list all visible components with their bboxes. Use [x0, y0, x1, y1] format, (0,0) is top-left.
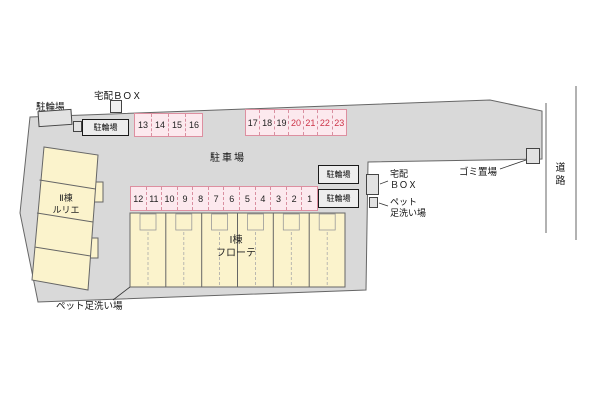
pet-wash-right-label-line1: ペット: [390, 197, 418, 207]
delivery-box-right-label: 宅配 ＢＯＸ: [390, 169, 417, 191]
pet-wash-right-label: ペット 足洗い場: [390, 197, 426, 219]
building-2-label-line2: ルリエ: [52, 205, 80, 215]
bike-parking-top-left-shape: [37, 108, 73, 128]
parking-row-13-16: 13 14 15 16: [134, 113, 203, 137]
building-2-shape: [31, 146, 104, 291]
delivery-box-right-label-line2: ＢＯＸ: [390, 180, 418, 190]
parking-space: 15: [168, 114, 185, 136]
parking-space: 12: [133, 193, 144, 204]
parking-row-1-12: 12 11 10 9 8 7 6 5 4 3 2 1: [130, 186, 318, 211]
parking-space: 21: [302, 110, 317, 135]
parking-space: 2: [285, 187, 302, 210]
parking-space: 3: [270, 187, 286, 210]
delivery-box-top-label: 宅配ＢＯＸ: [94, 91, 142, 102]
bike-parking-top-annex-shape: [73, 121, 82, 132]
building-1-shape: [129, 212, 346, 288]
road-label: 道路: [553, 162, 564, 188]
bike-parking-box-right-upper-label: 駐輪場: [326, 170, 351, 179]
leader-lines: [112, 159, 527, 301]
parking-space: 19: [273, 110, 288, 135]
parking-space: 18: [259, 110, 273, 135]
bike-parking-box-right-upper: 駐輪場: [318, 165, 359, 184]
parking-space: 17: [247, 117, 258, 128]
parking-space: 22: [317, 110, 331, 135]
parking-space: 6: [223, 187, 239, 210]
bike-parking-box-right-lower-label: 駐輪場: [326, 194, 351, 203]
bike-parking-box-top: 駐輪場: [82, 119, 129, 136]
car-parking-label: 駐車場: [210, 153, 246, 164]
bike-parking-box-right-lower: 駐輪場: [318, 189, 359, 208]
bike-parking-box-top-label: 駐輪場: [93, 123, 118, 132]
parking-space: 13: [137, 120, 148, 130]
delivery-box-right-shape: [366, 174, 379, 195]
parking-space: 23: [331, 110, 346, 135]
parking-space: 11: [145, 187, 162, 210]
pet-wash-right-shape: [369, 197, 378, 208]
delivery-box-right-label-line1: 宅配: [390, 169, 409, 179]
garbage-area-shape: [526, 148, 540, 164]
garbage-area-label: ゴミ置場: [459, 167, 498, 178]
parking-space: 20: [288, 110, 302, 135]
building-2-label-line1: Ⅱ棟: [59, 193, 73, 203]
parking-space: 1: [301, 187, 317, 210]
building-1-unit-dividers: [147, 232, 328, 285]
parking-space: 10: [161, 187, 177, 210]
parking-space: 16: [185, 114, 202, 136]
parking-row-17-23: 17 18 19 20 21 22 23: [245, 109, 347, 136]
building-1-entrances: [139, 213, 336, 231]
building-1-label-line2: フローテ: [216, 248, 256, 259]
parking-space: 8: [192, 187, 208, 210]
building-2-label: Ⅱ棟 ルリエ: [40, 192, 92, 216]
parking-space: 7: [207, 187, 224, 210]
parking-space: 4: [254, 187, 271, 210]
building-1-label-line1: Ⅰ棟: [229, 235, 243, 246]
building-1-label: Ⅰ棟 フローテ: [200, 234, 272, 260]
parking-space: 5: [239, 187, 255, 210]
bike-parking-top-left-label: 駐輪場: [36, 102, 65, 113]
pet-wash-bottom-label: ペット足洗い場: [56, 301, 123, 312]
delivery-box-top-shape: [110, 100, 122, 113]
pet-wash-right-label-line2: 足洗い場: [390, 208, 427, 218]
parking-space: 14: [151, 114, 168, 136]
road-lines: [545, 86, 577, 240]
parking-space: 9: [176, 187, 193, 210]
